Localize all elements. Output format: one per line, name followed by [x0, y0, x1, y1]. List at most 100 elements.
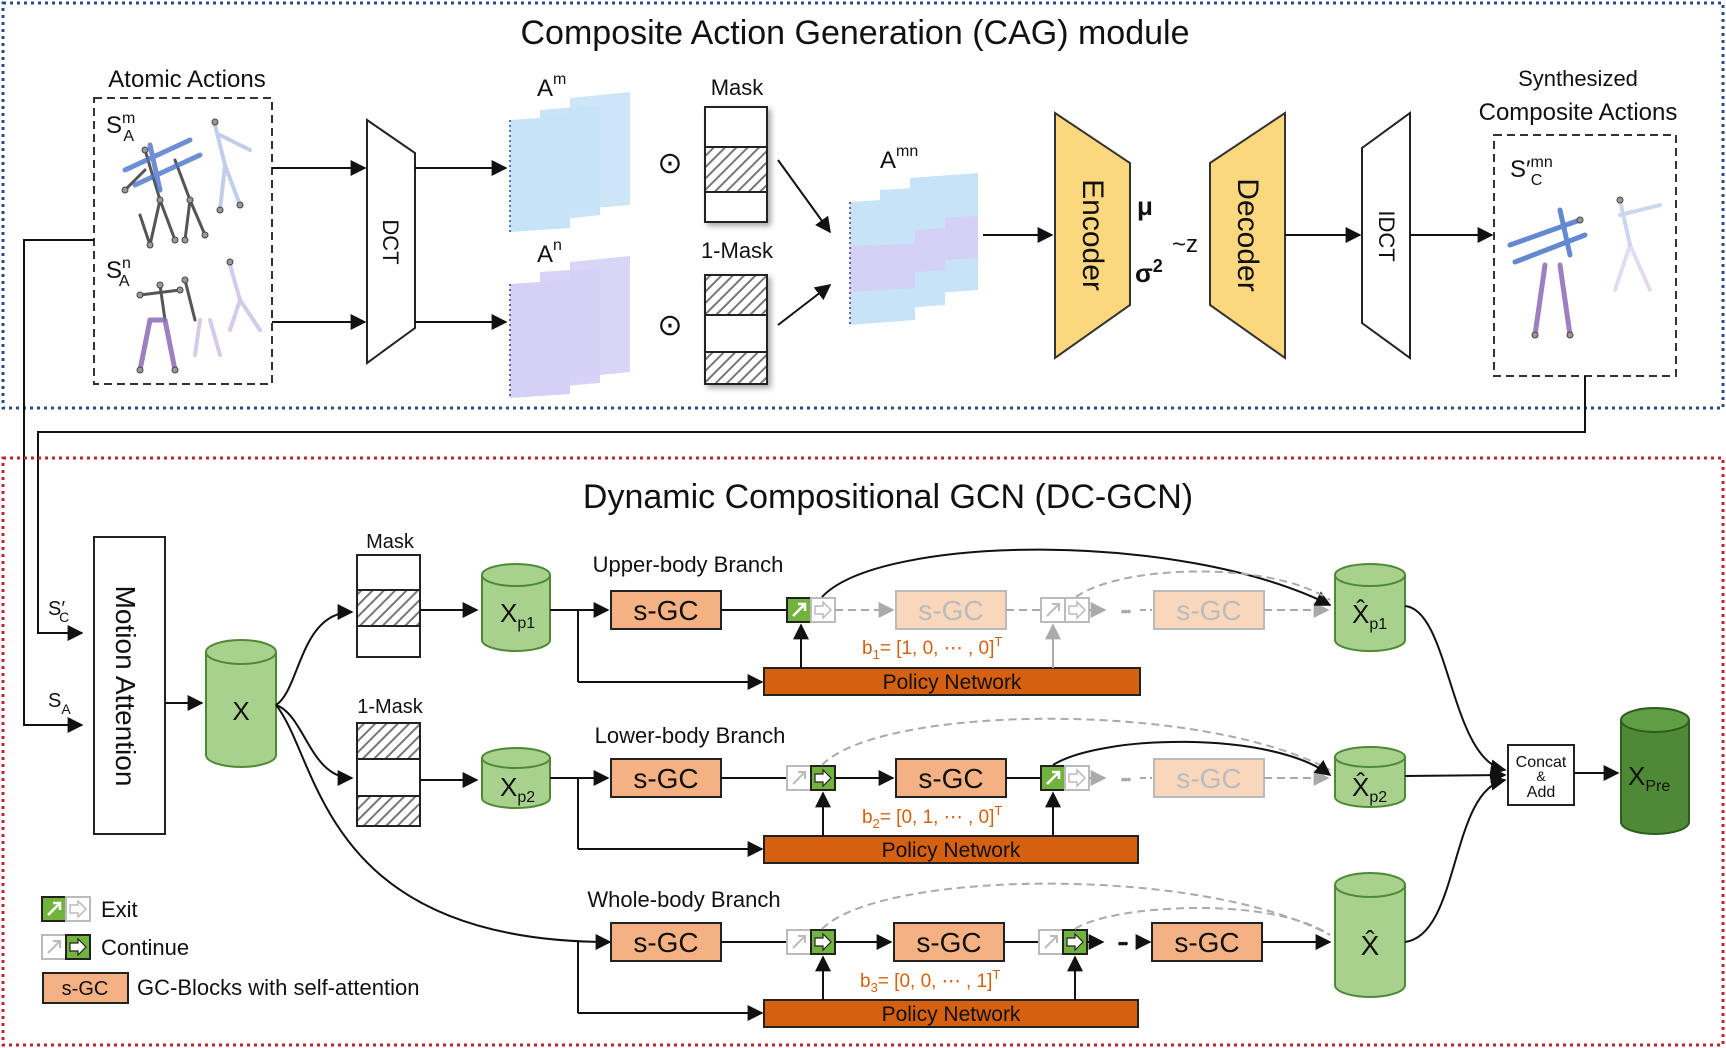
cag-mask-label: Mask — [711, 75, 765, 100]
xhat-cylinder — [1334, 872, 1406, 998]
xhat-p1-cylinder — [1334, 563, 1406, 652]
a-mn-frames — [849, 173, 978, 325]
concat-line1: Concat — [1516, 754, 1567, 771]
arrow-x-to-onemask — [275, 704, 354, 786]
lower-sgc-1-label: s-GC — [633, 763, 698, 794]
whole-gate-1-continue — [786, 929, 836, 955]
odot-m: ⊙ — [657, 147, 682, 180]
motion-attention-label: Motion Attention — [110, 586, 141, 787]
whole-sgc-1 — [610, 922, 722, 962]
x-p1-label: Xp1 — [500, 598, 535, 632]
idct-label: IDCT — [1374, 210, 1399, 261]
whole-sgc-1-label: s-GC — [633, 927, 698, 958]
x-p2-label: Xp2 — [500, 772, 535, 806]
synth-skeleton — [1507, 196, 1662, 339]
whole-dots: ••• — [1118, 935, 1129, 951]
encoder-label: Encoder — [1076, 179, 1109, 291]
x-pre-cylinder — [1620, 707, 1690, 835]
whole-sgc-2 — [893, 922, 1005, 962]
whole-branch-vector: b3= [0, 0, ⋯ , 1]T — [860, 967, 1000, 995]
a-mn-label: Amn — [880, 143, 918, 174]
cag-mask — [704, 106, 768, 223]
odot-n: ⊙ — [657, 309, 682, 342]
dcgcn-mask-label: Mask — [366, 531, 415, 553]
arrow-mask-to-amn — [777, 159, 831, 234]
x-pre-label: XPre — [1628, 761, 1670, 795]
upper-sgc-1 — [610, 590, 722, 630]
whole-sgc-2-label: s-GC — [916, 927, 981, 958]
z-label: ~z — [1172, 231, 1198, 258]
lower-sgc-1 — [610, 758, 722, 798]
arrow-x-to-mask — [275, 604, 354, 706]
upper-sgc-2-label: s-GC — [918, 595, 983, 626]
s-a-input-label: SA — [48, 690, 71, 717]
upper-sgc-3-label: s-GC — [1176, 595, 1241, 626]
x-p1-cylinder — [481, 563, 551, 652]
upper-exit-curve — [821, 548, 1332, 606]
dct-block — [366, 118, 416, 365]
encoder-block — [1054, 111, 1131, 360]
upper-gate-1-exit — [786, 597, 836, 623]
legend-continue-icon — [41, 934, 91, 960]
legend-sgc-label: s-GC — [62, 978, 109, 1000]
s-c-input-label: S′C — [48, 598, 69, 625]
lower-exit-curve — [1052, 740, 1332, 776]
lower-gate-2-exit — [1040, 765, 1090, 791]
whole-sgc-3 — [1151, 922, 1263, 962]
decoder-block — [1209, 111, 1286, 360]
dcgcn-one-mask-label: 1-Mask — [357, 696, 424, 718]
lower-sgc-2-label: s-GC — [918, 763, 983, 794]
lower-sgc-2 — [895, 758, 1007, 798]
legend: Exit Continue s-GC GC-Blocks with self-a… — [41, 896, 419, 1004]
whole-dashed-curve-1 — [821, 882, 1331, 936]
dcgcn-module-border — [1, 456, 1725, 1047]
lower-branch-label: Lower-body Branch — [595, 723, 786, 748]
cag-title: Composite Action Generation (CAG) module — [521, 14, 1190, 52]
arrow-onemask-to-amn — [777, 284, 832, 326]
concat-line2: & — [1536, 768, 1546, 784]
upper-policy-network — [763, 667, 1141, 696]
xhat-label: X̂ — [1361, 930, 1380, 961]
legend-sgc-desc: GC-Blocks with self-attention — [137, 975, 419, 1000]
x-cylinder — [205, 639, 277, 768]
cag-one-mask — [704, 274, 768, 385]
dct-label: DCT — [378, 219, 403, 264]
skeleton-sequence-m — [121, 118, 252, 249]
mu-label: μ — [1137, 191, 1153, 221]
legend-exit-label: Exit — [101, 897, 138, 922]
legend-exit-icon — [41, 896, 91, 922]
lower-dots: ••• — [1121, 771, 1132, 787]
cag-module-border — [1, 1, 1725, 410]
a-n-frames — [509, 256, 630, 398]
a-m-label: Am — [537, 71, 566, 102]
lower-gate-1-continue — [786, 765, 836, 791]
skeleton-sequence-n — [136, 258, 262, 374]
upper-sgc-1-label: s-GC — [633, 595, 698, 626]
whole-policy-network — [763, 999, 1139, 1028]
arrow-x-to-whole — [275, 704, 612, 950]
atomic-to-motion-attn-line — [23, 239, 94, 733]
arrow-xhatp1-to-concat — [1404, 605, 1507, 776]
upper-sgc-2 — [895, 590, 1007, 630]
dcgcn-title: Dynamic Compositional GCN (DC-GCN) — [583, 478, 1193, 516]
cag-one-mask-label: 1-Mask — [701, 238, 774, 263]
whole-branch-label: Whole-body Branch — [587, 887, 780, 912]
synth-label-line2: Composite Actions — [1479, 99, 1678, 126]
whole-sgc-3-label: s-GC — [1174, 927, 1239, 958]
arrow-xhat-to-concat — [1404, 774, 1507, 943]
lower-policy-label: Policy Network — [882, 839, 1021, 862]
decoder-label: Decoder — [1231, 178, 1264, 291]
a-m-frames — [509, 92, 630, 232]
legend-continue-label: Continue — [101, 935, 189, 960]
upper-gate-2-faded — [1040, 597, 1090, 623]
synth-label-line1: Synthesized — [1518, 66, 1638, 91]
concat-add-block — [1507, 744, 1575, 806]
arrow-xhatp2-to-concat — [1404, 767, 1507, 784]
atomic-actions-label: Atomic Actions — [108, 66, 265, 93]
upper-policy-label: Policy Network — [883, 671, 1022, 694]
lower-sgc-3-label: s-GC — [1176, 763, 1241, 794]
upper-dots: ••• — [1121, 603, 1132, 619]
